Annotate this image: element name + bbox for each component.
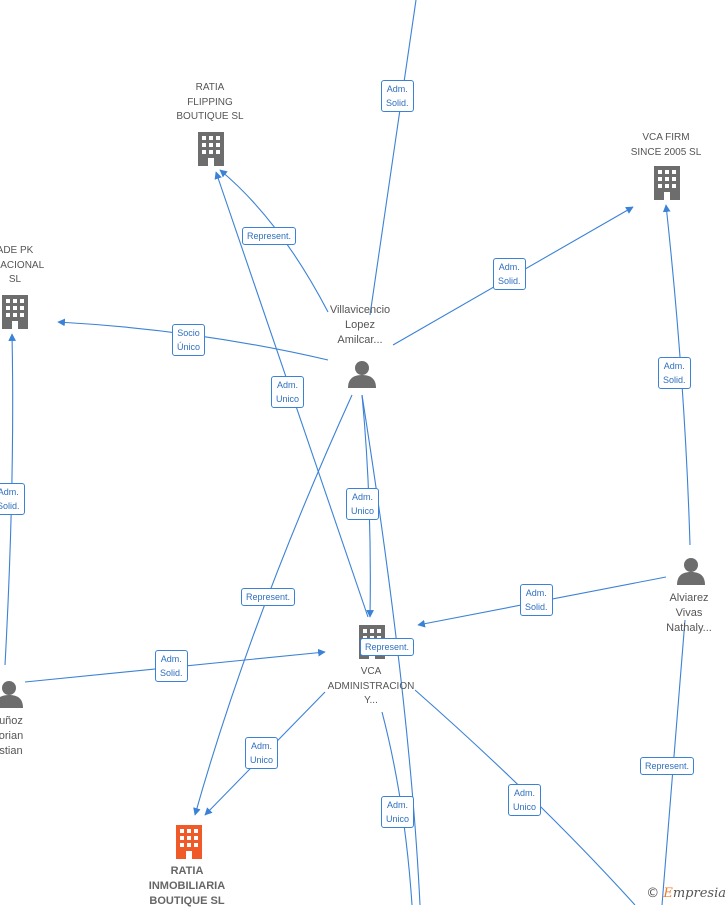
node-ratia-inmobiliaria[interactable]: RATIA INMOBILIARIA BOUTIQUE SL: [148, 865, 226, 907]
node-trade-pk[interactable]: ADE PK RNACIONAL SL: [0, 245, 45, 285]
edge-label: Adm. Solid.: [493, 258, 526, 290]
person-icon[interactable]: [348, 361, 376, 388]
edge-label: Adm. Solid.: [155, 650, 188, 682]
edge-label: Adm. Unico: [508, 784, 542, 816]
brand-rest: mpresia: [672, 886, 726, 901]
node-vca-firm[interactable]: VCA FIRM SINCE 2005 SL: [630, 132, 702, 158]
building-icon[interactable]: [176, 825, 202, 859]
edge-label: Adm. Solid.: [520, 584, 553, 616]
edge-label: Represent.: [360, 638, 415, 656]
edge-label: Adm. Unico: [271, 376, 305, 408]
edge-label: Adm. Unico: [346, 488, 380, 520]
node-alviarez[interactable]: Alviarez Vivas Nathaly...: [666, 592, 712, 634]
edge-top-villavicencio: [369, 0, 417, 316]
person-icon[interactable]: [0, 681, 23, 708]
edge-label: Represent.: [640, 757, 695, 775]
edge-label: Adm. Unico: [381, 796, 415, 828]
edge-villavicencio-ratia-inmo: [193, 394, 353, 816]
edge-label: Adm. Solid.: [0, 483, 25, 515]
edge-label: Socio Único: [172, 324, 206, 356]
building-icon[interactable]: [198, 132, 224, 166]
edge-villavicencio-down: [361, 394, 421, 905]
edge-label: Adm. Unico: [245, 737, 279, 769]
node-villavicencio[interactable]: Villavicencio Lopez Amilcar...: [329, 304, 391, 346]
edge-label: Represent.: [241, 588, 296, 606]
edge-label: Adm. Solid.: [381, 80, 414, 112]
node-ratia-flipping[interactable]: RATIA FLIPPING BOUTIQUE SL: [176, 82, 244, 122]
node-vca-administracion[interactable]: VCA ADMINISTRACION Y...: [327, 666, 415, 706]
brand-initial: E: [663, 886, 673, 901]
edge-label: Adm. Solid.: [658, 357, 691, 389]
empresia-watermark: © Empresia: [646, 886, 726, 901]
copyright-symbol: ©: [646, 886, 660, 901]
building-icon[interactable]: [2, 295, 28, 329]
edge-label: Represent.: [242, 227, 297, 245]
person-icon[interactable]: [677, 558, 705, 585]
building-icon[interactable]: [654, 166, 680, 200]
node-munoz[interactable]: uñoz orian stian: [0, 715, 24, 757]
